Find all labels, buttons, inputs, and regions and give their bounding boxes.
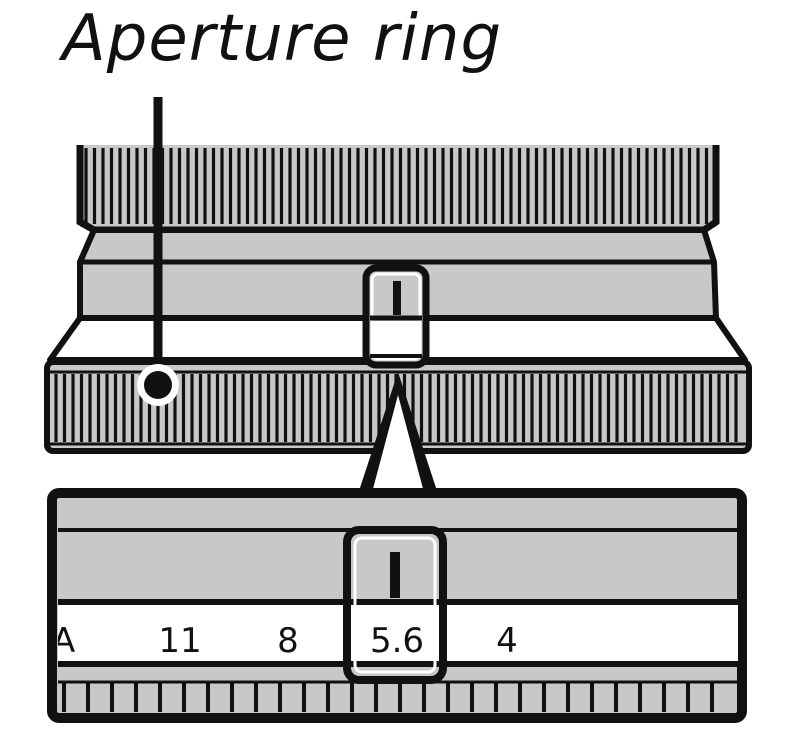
detail-grip-lines [62, 682, 714, 712]
aperture-mark-cut: A [52, 621, 75, 661]
diagram-title: Aperture ring [62, 2, 503, 76]
aperture-mark-5-6: 5.6 [370, 621, 424, 661]
leader-dot [144, 371, 172, 399]
focus-ring [76, 145, 720, 234]
index-mark [393, 281, 401, 315]
detail-index-mark [390, 552, 400, 598]
callout-wedge [356, 372, 440, 500]
aperture-ring-grip-lines [54, 374, 738, 442]
aperture-mark-4: 4 [496, 621, 518, 661]
leader-line [137, 97, 179, 406]
aperture-mark-8: 8 [277, 621, 299, 661]
aperture-mark-11: 11 [158, 621, 201, 661]
index-mark-box [362, 264, 430, 369]
selected-aperture-highlight [343, 526, 447, 684]
detail-panel: A 11 8 5.6 4 [47, 488, 747, 723]
focus-ring-grip-lines [84, 148, 709, 224]
